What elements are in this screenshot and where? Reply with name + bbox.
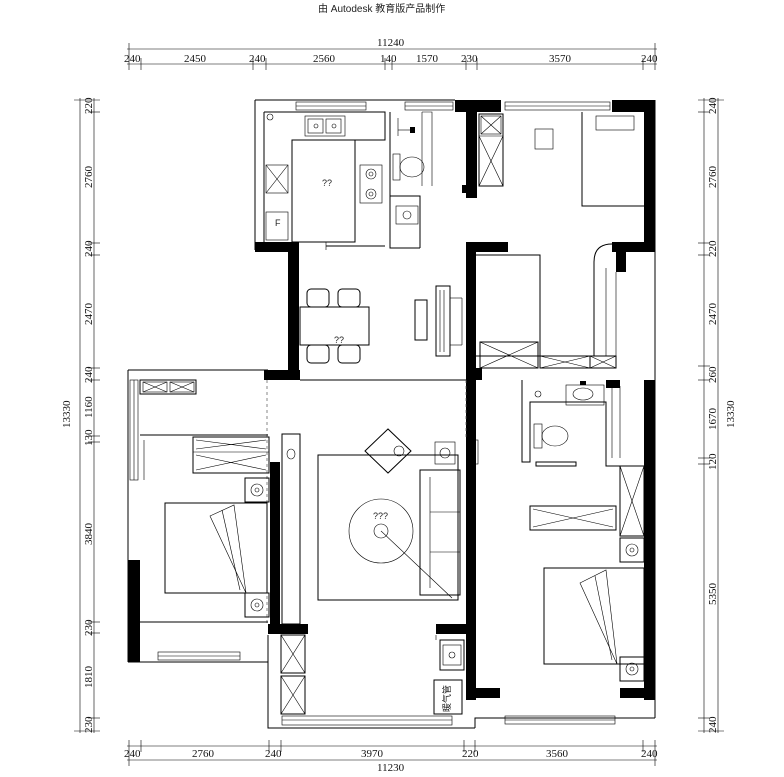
dim-bottom-4: 3970: [361, 748, 384, 760]
cooktop-icon: [359, 164, 383, 204]
dim-top-4: 2560: [313, 53, 336, 65]
dim-left-5: 240: [83, 366, 95, 383]
dim-bottom-6: 3560: [546, 748, 569, 760]
dim-top-9: 240: [641, 53, 658, 65]
fridge-label: F: [275, 218, 281, 228]
bottom-dimension-line: 240 2760 240 3970 220 3560 240 11230: [124, 740, 658, 774]
sink-icon: [304, 115, 346, 137]
dining-table-icon: [299, 306, 370, 346]
dim-left-11: 230: [83, 716, 95, 733]
bed-pillow-icon: [595, 115, 635, 131]
dim-top-2: 2450: [184, 53, 207, 65]
toilet-icon: [392, 153, 401, 181]
dim-right-1: 240: [707, 97, 719, 114]
nightstand-icon: [244, 592, 270, 618]
toilet-icon: [533, 423, 543, 449]
living-room: ???: [266, 380, 479, 625]
right-dimension-line: 13330 240 2760 220 2470 260 1670 120 535…: [698, 97, 737, 733]
dim-left-3: 240: [83, 240, 95, 257]
piano-icon: [435, 285, 451, 357]
left-bedroom: [139, 379, 270, 623]
nightstand-icon: [244, 477, 270, 503]
dim-right-8: 5350: [707, 583, 719, 606]
dim-left-4: 2470: [83, 303, 95, 326]
fridge-icon: [265, 211, 289, 241]
dim-left-2: 2760: [83, 166, 95, 189]
dim-bottom-3: 240: [265, 748, 282, 760]
right-bedroom: [529, 465, 645, 682]
top-dimension-line: 11240 240 2450 240 2560 140 1570 230 357…: [124, 37, 658, 70]
side-table-icon: [364, 428, 412, 474]
top-right-bedroom: [478, 112, 644, 207]
basin-icon: [395, 205, 419, 225]
dim-right-total: 13330: [725, 400, 737, 428]
dim-bottom-7: 240: [641, 748, 658, 760]
dim-bottom-5: 220: [462, 748, 479, 760]
sofa-icon: [419, 469, 461, 596]
dim-right-4: 2470: [707, 303, 719, 326]
dim-left-9: 230: [83, 619, 95, 636]
dim-left-1: 220: [83, 97, 95, 114]
dim-bottom-total: 11230: [377, 762, 405, 774]
dim-left-6: 1160: [83, 396, 95, 418]
equipment-label: 暖气管: [441, 685, 452, 712]
dim-left-10: 1810: [83, 666, 95, 689]
balcony: 暖气管: [280, 634, 465, 715]
dim-top-5: 140: [380, 53, 397, 65]
kitchen-label: ??: [322, 178, 332, 188]
dining-area: ??: [299, 285, 463, 364]
dim-top-3: 240: [249, 53, 266, 65]
chair-icon: [337, 344, 361, 364]
right-closet: [476, 243, 617, 369]
dim-right-9: 240: [707, 716, 719, 733]
dim-left-8: 3840: [83, 523, 95, 546]
dim-left-total: 13330: [61, 400, 73, 428]
nightstand-icon: [619, 656, 645, 682]
watermark-text: 由 Autodesk 教育版产品制作: [318, 2, 445, 15]
nightstand-icon: [619, 537, 645, 563]
rug-icon: [317, 454, 459, 601]
kitchen: F ??: [263, 111, 386, 250]
chair-icon: [306, 344, 330, 364]
laundry-sink-icon: [439, 639, 465, 671]
dim-bottom-2: 2760: [192, 748, 215, 760]
desk-icon: [534, 128, 554, 150]
dim-bottom-1: 240: [124, 748, 141, 760]
dim-left-7: 130: [83, 429, 95, 446]
left-dimension-line: 13330 220 2760 240 2470 240 1160 130 384…: [61, 97, 100, 733]
chair-icon: [337, 288, 361, 308]
wall-outlines: [127, 99, 656, 729]
windows: [129, 101, 616, 726]
dim-right-3: 220: [707, 240, 719, 257]
dim-top-6: 1570: [416, 53, 439, 65]
dim-right-6: 1670: [707, 408, 719, 431]
chair-icon: [306, 288, 330, 308]
living-label: ???: [373, 511, 388, 521]
dim-top-1: 240: [124, 53, 141, 65]
dining-label: ??: [334, 335, 344, 345]
bed-icon: [164, 502, 268, 594]
dim-right-2: 2760: [707, 166, 719, 189]
bed-icon: [543, 567, 645, 665]
right-bathroom: [521, 380, 644, 467]
water-heater-icon: [433, 679, 463, 715]
dim-top-total: 11240: [377, 37, 405, 49]
dim-right-5: 260: [707, 366, 719, 383]
top-bathroom: [389, 111, 466, 249]
structural-walls: [128, 100, 655, 700]
dim-top-7: 230: [461, 53, 478, 65]
dim-top-8: 3570: [549, 53, 572, 65]
dim-right-7: 120: [707, 453, 719, 470]
